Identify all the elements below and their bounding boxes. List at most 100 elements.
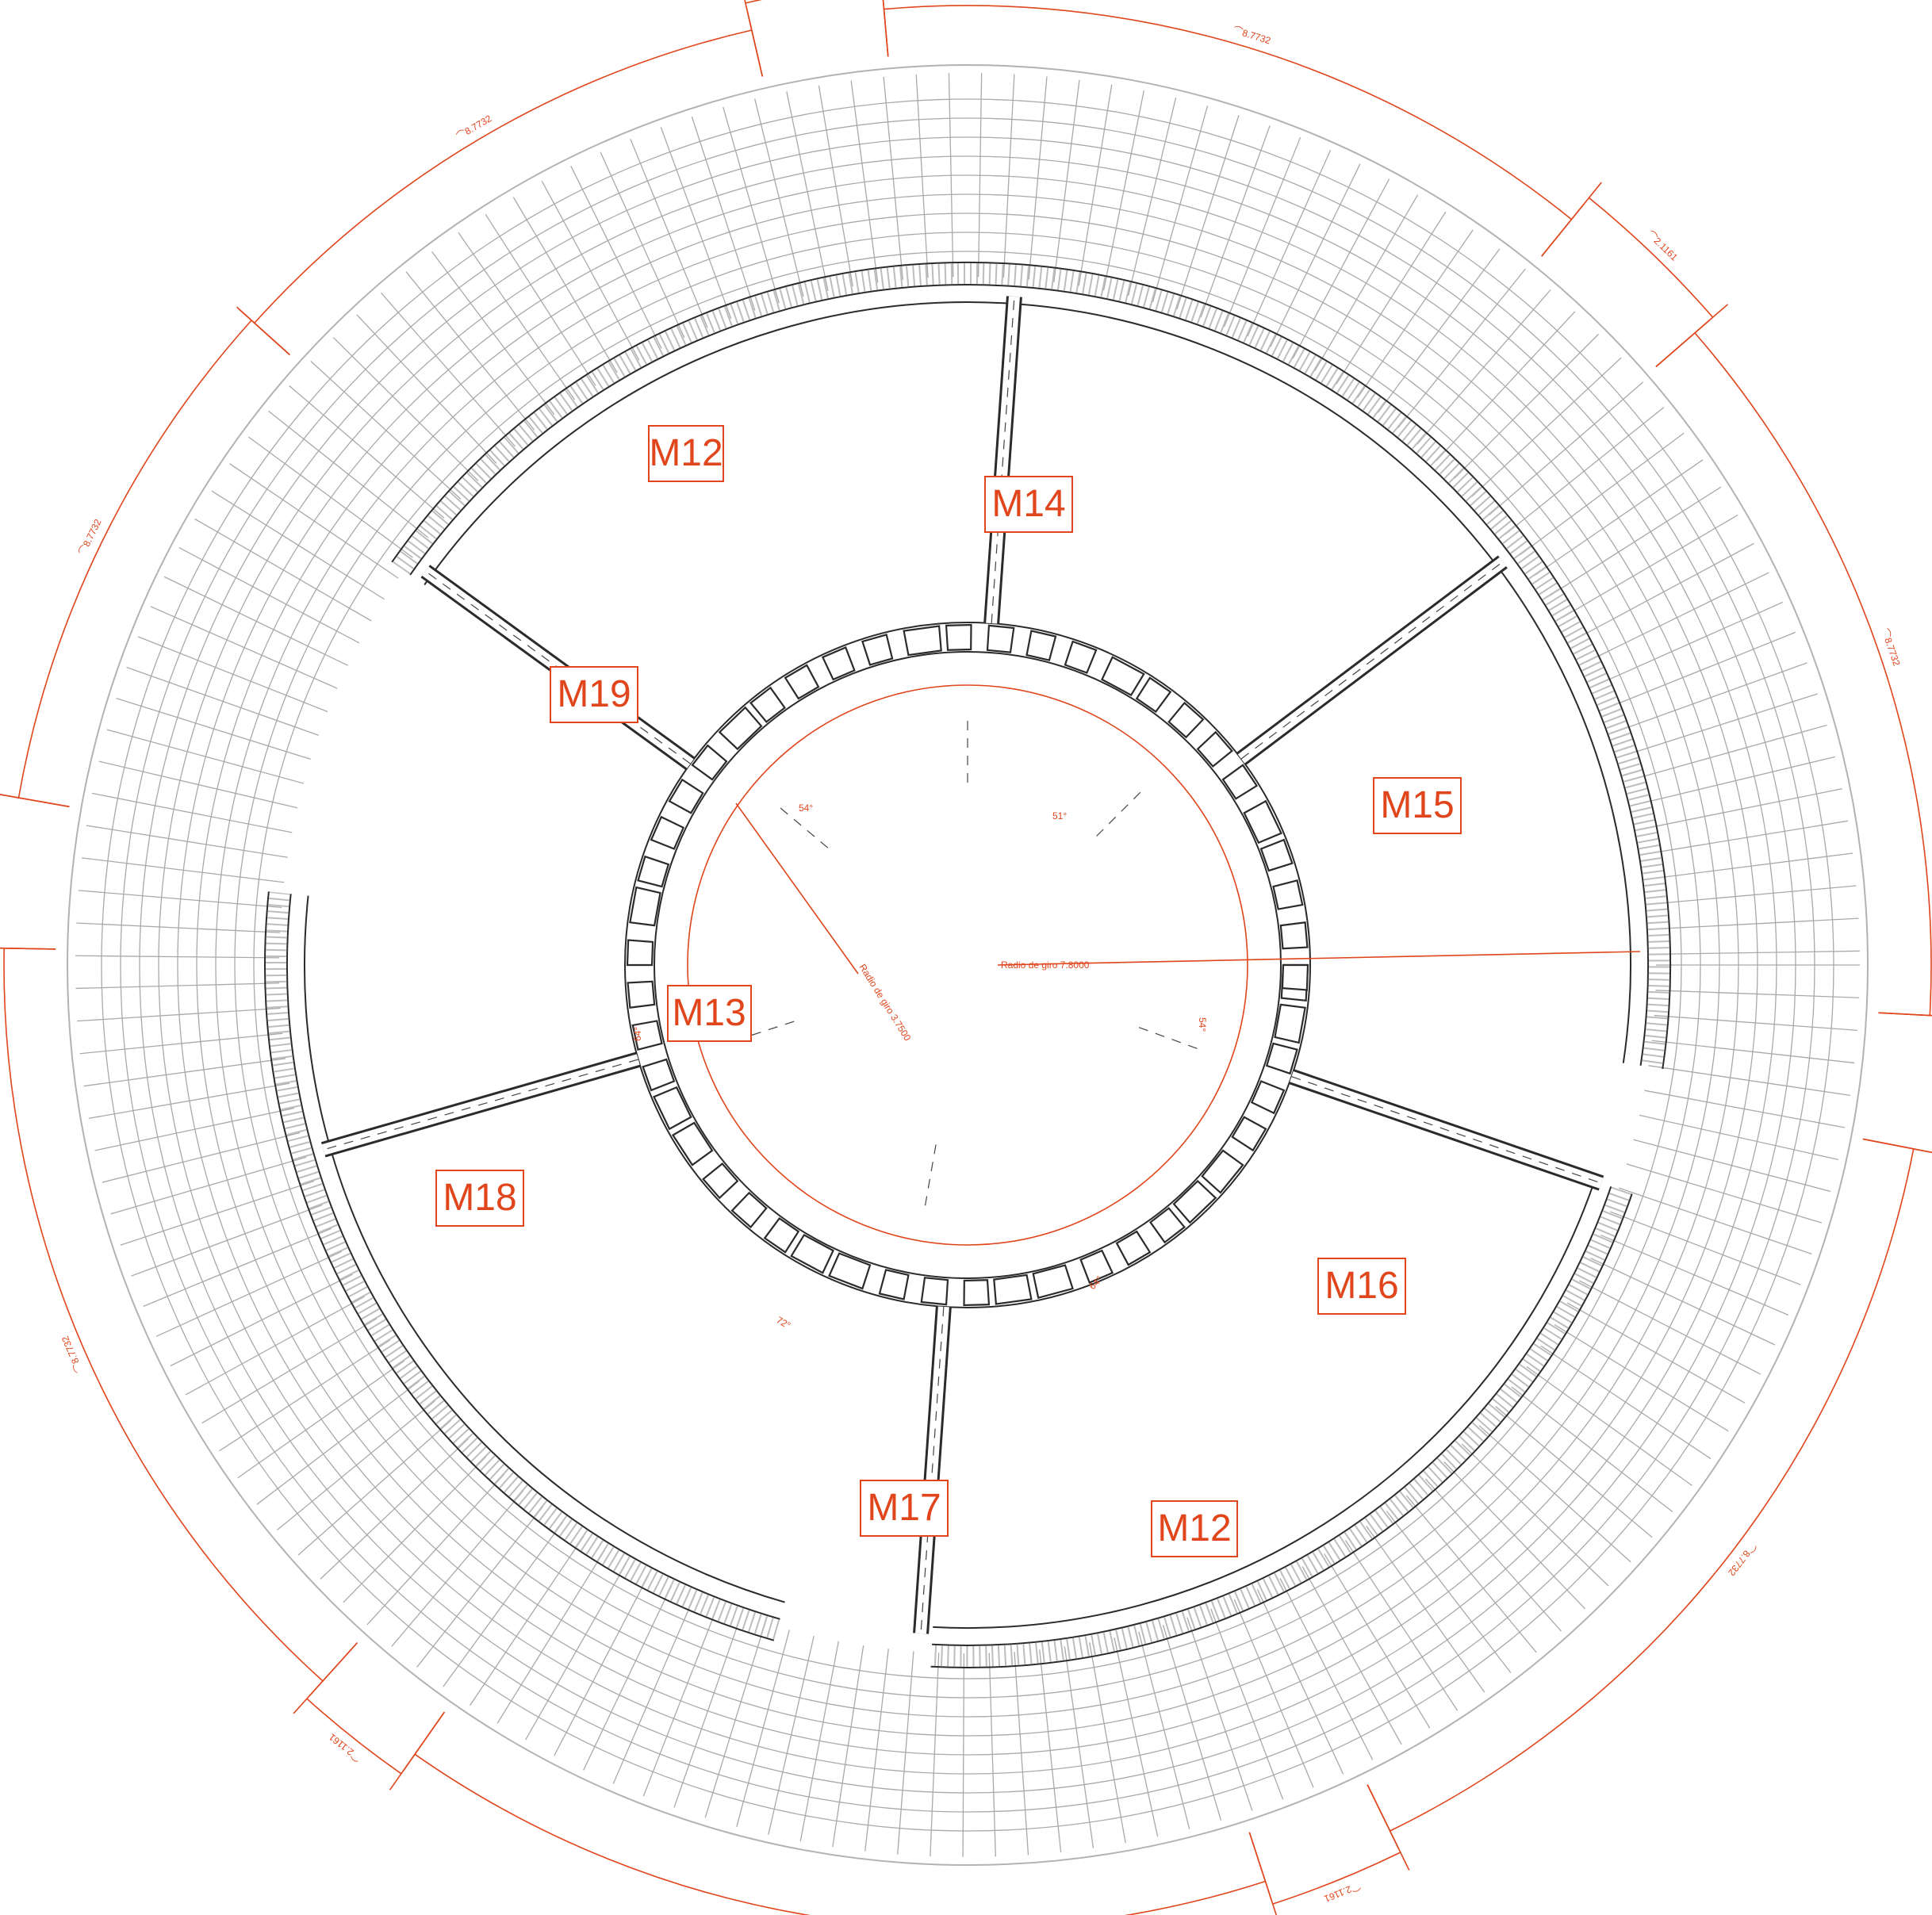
grid-radial [1256,1589,1344,1775]
grid-radial [116,697,311,760]
grid-radial [75,955,280,959]
grid-radial [1357,229,1474,399]
grid-radial [1636,756,1836,806]
grid-radial [391,1490,524,1647]
grid-radial [1270,163,1361,347]
grid-radial [1520,432,1685,555]
hub-block [986,624,1015,653]
dimension-arc [306,1698,402,1775]
hub-block [1115,1230,1152,1266]
hub-block [1196,730,1233,768]
grid-radial [86,825,288,858]
grid-radial [1028,76,1048,280]
grid-radial [356,314,497,464]
dimension-arc [1272,1852,1401,1905]
grid-radial [1301,1566,1402,1745]
hub-block [903,625,942,657]
svg-text:M14: M14 [991,483,1065,525]
hub-block [1259,838,1294,872]
outer-wall-inner-face [304,895,785,1603]
grid-radial [1114,1637,1159,1837]
hub-block [1167,701,1205,739]
grid-radial [673,1614,742,1808]
zone-label-M15: M15 [1373,777,1462,834]
dimension-label: ⌒8.7732 [454,113,493,142]
hub-block [1135,676,1172,713]
grid-radial [1279,1578,1374,1760]
dimension-tick [1541,182,1602,257]
grid-radial [1554,1323,1729,1432]
grid-radial [736,1630,790,1827]
grid-radial [1644,1090,1846,1128]
grid-radial [1292,178,1390,359]
zone-label-M13: M13 [667,985,752,1042]
grid-radial [1590,1257,1776,1346]
grid-radial [642,1606,719,1797]
outer-wall-hatch [930,1186,1631,1667]
grid-radial [930,1653,940,1857]
dimension-tick [744,0,764,77]
grid-radial [1200,125,1271,318]
grid-radial [1152,105,1209,303]
grid-radial [106,729,304,784]
grid-radial [850,80,879,283]
dimension-label: ⌒2.1161 [1645,228,1680,263]
grid-radial [267,410,429,538]
grid-radial [120,1180,315,1246]
grid-radial [1378,248,1501,413]
dimension-tick [0,794,70,808]
dimension-tick [882,0,889,57]
angle-label: 64° [632,1027,643,1041]
dimension-label: ⌒8.7732 [59,1334,85,1374]
grid-radial [1526,1365,1692,1487]
grid-radial [1162,1625,1222,1821]
outer-ring-wall [264,261,1672,1669]
grid-radial [883,76,903,280]
hub-block [718,706,763,751]
dimension-tick [1367,1784,1410,1871]
grid-radial [88,1082,290,1120]
grid-radial [1424,1478,1562,1632]
outer-radius-label: Radio de giro 7.8000 [1001,959,1090,971]
grid-radial [1488,381,1644,516]
hub-outer-edge [624,622,1311,1308]
hub-block [1025,630,1057,661]
hub-block [1149,1207,1186,1244]
hub-block [1265,1042,1298,1075]
grid-radial [1324,1553,1431,1729]
zone-label-M16: M16 [1317,1258,1406,1315]
hub-block [1274,1003,1306,1044]
dimension-arc [1694,332,1932,1016]
hub-block [784,664,820,700]
grid-radial [988,1653,996,1857]
angle-label: 54° [1197,1017,1208,1032]
grid-radial [76,922,280,933]
grid-radial [75,982,280,990]
grid-radial [1654,1014,1858,1032]
grid-radial [754,98,804,297]
grid-radial [1386,1511,1512,1673]
grid-radial [1233,1599,1314,1788]
hub-block [730,1191,768,1229]
dimension-tick [236,306,290,356]
inner-ring-wall [624,622,1311,1308]
hub-block [963,1279,991,1307]
dimension-tick [0,947,56,950]
svg-text:M16: M16 [1324,1265,1398,1307]
grid-radial [91,792,293,833]
grid-radial [1534,459,1704,576]
grid-radial [137,636,328,713]
zone-label-M17: M17 [860,1480,949,1537]
hub-block [1221,764,1259,800]
hub-block [1250,1080,1286,1115]
grid-radial [332,337,479,481]
hub-block [1032,1264,1074,1299]
hub-block [821,646,856,681]
hub-block [629,886,661,927]
dimension-tick [1878,1012,1932,1017]
grid-radial [289,385,445,519]
grid-radial [1138,1631,1190,1829]
hub-block [1231,1116,1267,1152]
grid-radial [1345,1540,1459,1711]
grid-radial [194,518,372,622]
